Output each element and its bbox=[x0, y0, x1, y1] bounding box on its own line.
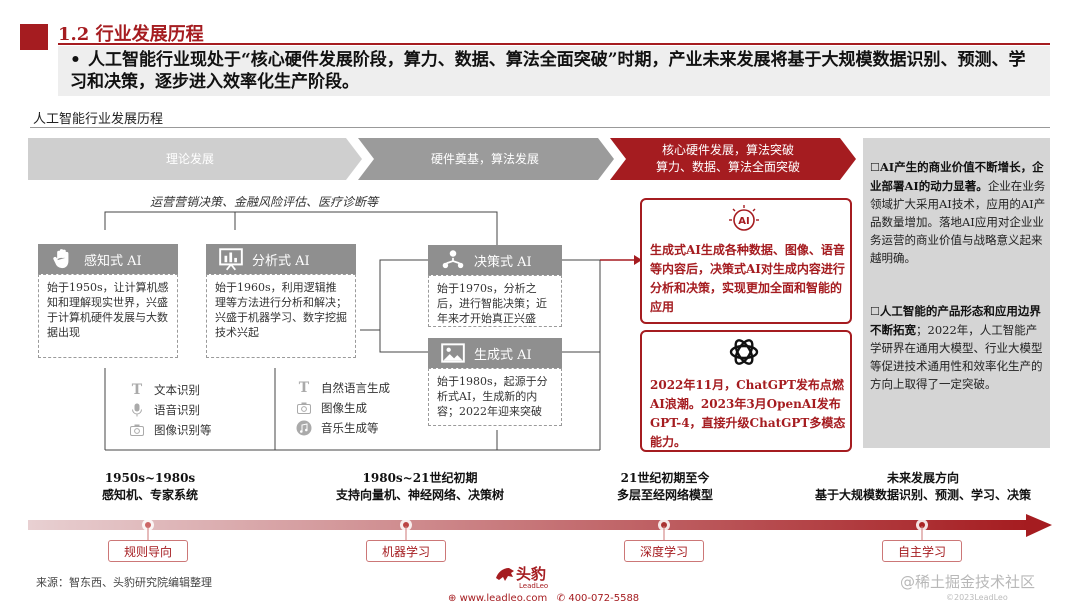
phase-label-3b: 算力、数据、算法全面突破 bbox=[655, 160, 800, 174]
card-perceptive-ai: 感知式 AI 始于1950s，让计算机感知和理解现实世界，兴盛于计算机硬件发展与… bbox=[38, 244, 178, 358]
contact-info: ⊕ www.leadleo.com ✆ 400-072-5588 bbox=[448, 593, 639, 604]
chart-title-divider bbox=[30, 127, 1050, 128]
insight-panel bbox=[863, 138, 1050, 448]
music-icon bbox=[295, 420, 313, 436]
list-item: 图像生成 bbox=[295, 398, 390, 418]
era-3: 21世纪初期至今多层至经网络模型 bbox=[616, 471, 713, 502]
microphone-icon bbox=[128, 402, 146, 418]
phase-arrow-2 bbox=[358, 138, 614, 180]
card-decision-title: 决策式 AI bbox=[474, 254, 532, 270]
openai-logo-icon bbox=[729, 339, 759, 365]
timeline-stems bbox=[147, 526, 923, 540]
text-icon: T bbox=[131, 382, 143, 398]
phone-number: 400-072-5588 bbox=[568, 593, 640, 604]
header-divider bbox=[58, 43, 1050, 45]
watermark: @稀土掘金技术社区 bbox=[900, 573, 1036, 591]
ai-chip-icon: AI bbox=[729, 205, 759, 231]
phone-icon: ✆ bbox=[556, 593, 566, 604]
stage-dl: 深度学习 bbox=[624, 540, 704, 562]
card-perceptive-header: 感知式 AI bbox=[38, 244, 178, 274]
insight-paragraph-1: ☐AI产生的商业价值不断增长，企业部署AI的动力显著。企业在业务领域扩大采用AI… bbox=[870, 160, 1046, 265]
stage-ml: 机器学习 bbox=[366, 540, 446, 562]
timeline-dots bbox=[142, 519, 928, 531]
chatgpt-text: 2022年11月，ChatGPT发布点燃AI浪潮。2023年3月OpenAI发布… bbox=[650, 378, 846, 449]
globe-icon: ⊕ bbox=[448, 593, 457, 604]
people-network-icon bbox=[442, 250, 464, 269]
list-item: 图像识别等 bbox=[128, 420, 212, 440]
source-note: 来源：智东西、头豹研究院编辑整理 bbox=[36, 576, 212, 589]
timeline-arrow bbox=[28, 514, 1052, 537]
card-decision-ai: 决策式 AI 始于1970s，分析之后，进行智能决策；近年来才开始真正兴盛 bbox=[428, 245, 562, 327]
card-perceptive-title: 感知式 AI bbox=[84, 253, 142, 269]
card-perceptive-body: 始于1950s，让计算机感知和理解现实世界，兴盛于计算机硬件发展与大数据出现 bbox=[38, 274, 178, 358]
card-generative-body: 始于1980s，起源于分析式AI，生成新的内容；2022年迎来突破 bbox=[428, 368, 562, 426]
applications-note: 运营营销决策、金融风险评估、医疗诊断等 bbox=[150, 195, 379, 209]
card-analytic-header: 分析式 AI bbox=[206, 244, 356, 274]
ai-synergy-text: 生成式AI生成各种数据、图像、语音等内容后，决策式AI对生成内容进行分析和决策，… bbox=[650, 243, 845, 314]
stage-autonomous: 自主学习 bbox=[882, 540, 962, 562]
intro-paragraph: •人工智能行业现处于“核心硬件发展阶段，算力、数据、算法全面突破”时期，产业未来… bbox=[70, 50, 1026, 92]
camera-icon bbox=[295, 400, 313, 416]
intro-box bbox=[58, 46, 1050, 96]
text-icon: T bbox=[298, 380, 310, 396]
card-generative-ai: 生成式 AI 始于1980s，起源于分析式AI，生成新的内容；2022年迎来突破 bbox=[428, 338, 562, 426]
list-item: 音乐生成等 bbox=[295, 418, 390, 438]
card-decision-body: 始于1970s，分析之后，进行智能决策；近年来才开始真正兴盛 bbox=[428, 275, 562, 327]
page-title: 1.2 行业发展历程 bbox=[58, 24, 204, 45]
card-decision-header: 决策式 AI bbox=[428, 245, 562, 275]
era-2: 1980s~21世纪初期支持向量机、神经网络、决策树 bbox=[335, 471, 504, 502]
brand-logo-sub: LeadLeo bbox=[519, 582, 549, 590]
ai-synergy-box bbox=[640, 198, 852, 324]
era-4: 未来发展方向基于大规模数据识别、预测、学习、决策 bbox=[814, 471, 1031, 502]
hand-icon bbox=[53, 249, 69, 269]
card-generative-title: 生成式 AI bbox=[474, 347, 532, 363]
brand-logo: 头豹 bbox=[516, 565, 547, 583]
intro-text: 人工智能行业现处于“核心硬件发展阶段，算力、数据、算法全面突破”时期，产业未来发… bbox=[70, 50, 1026, 92]
card-analytic-body: 始于1960s，利用逻辑推理等方法进行分析和解决；兴盛于机器学习、数字挖掘技术兴… bbox=[206, 274, 356, 358]
phase-arrow-3 bbox=[610, 138, 856, 180]
website-link[interactable]: www.leadleo.com bbox=[459, 593, 548, 604]
image-icon bbox=[441, 343, 465, 363]
phase-arrows bbox=[28, 138, 856, 180]
chart-board-icon bbox=[219, 248, 243, 271]
phase-label-3a: 核心硬件发展，算法突破 bbox=[661, 143, 794, 157]
chatgpt-box bbox=[640, 330, 852, 452]
phase-label-1: 理论发展 bbox=[165, 152, 214, 166]
card-generative-header: 生成式 AI bbox=[428, 338, 562, 368]
copyright: ©2023LeadLeo bbox=[946, 593, 1008, 602]
list-item: 语音识别 bbox=[128, 400, 212, 420]
header-accent-bar bbox=[20, 24, 48, 50]
insight-paragraph-2: ☐人工智能的产品形态和应用边界不断拓宽；2022年，人工智能产学研界在通用大模型… bbox=[870, 304, 1043, 391]
phase-arrow-1 bbox=[28, 138, 362, 180]
svg-text:AI: AI bbox=[738, 216, 749, 227]
phase-label-2: 硬件奠基，算法发展 bbox=[430, 152, 539, 166]
card-analytic-ai: 分析式 AI 始于1960s，利用逻辑推理等方法进行分析和解决；兴盛于机器学习、… bbox=[206, 244, 356, 358]
leopard-logo-icon bbox=[496, 568, 514, 581]
chart-title: 人工智能行业发展历程 bbox=[33, 112, 164, 127]
card-analytic-title: 分析式 AI bbox=[252, 253, 310, 269]
stage-rules: 规则导向 bbox=[108, 540, 188, 562]
camera-icon bbox=[128, 422, 146, 438]
